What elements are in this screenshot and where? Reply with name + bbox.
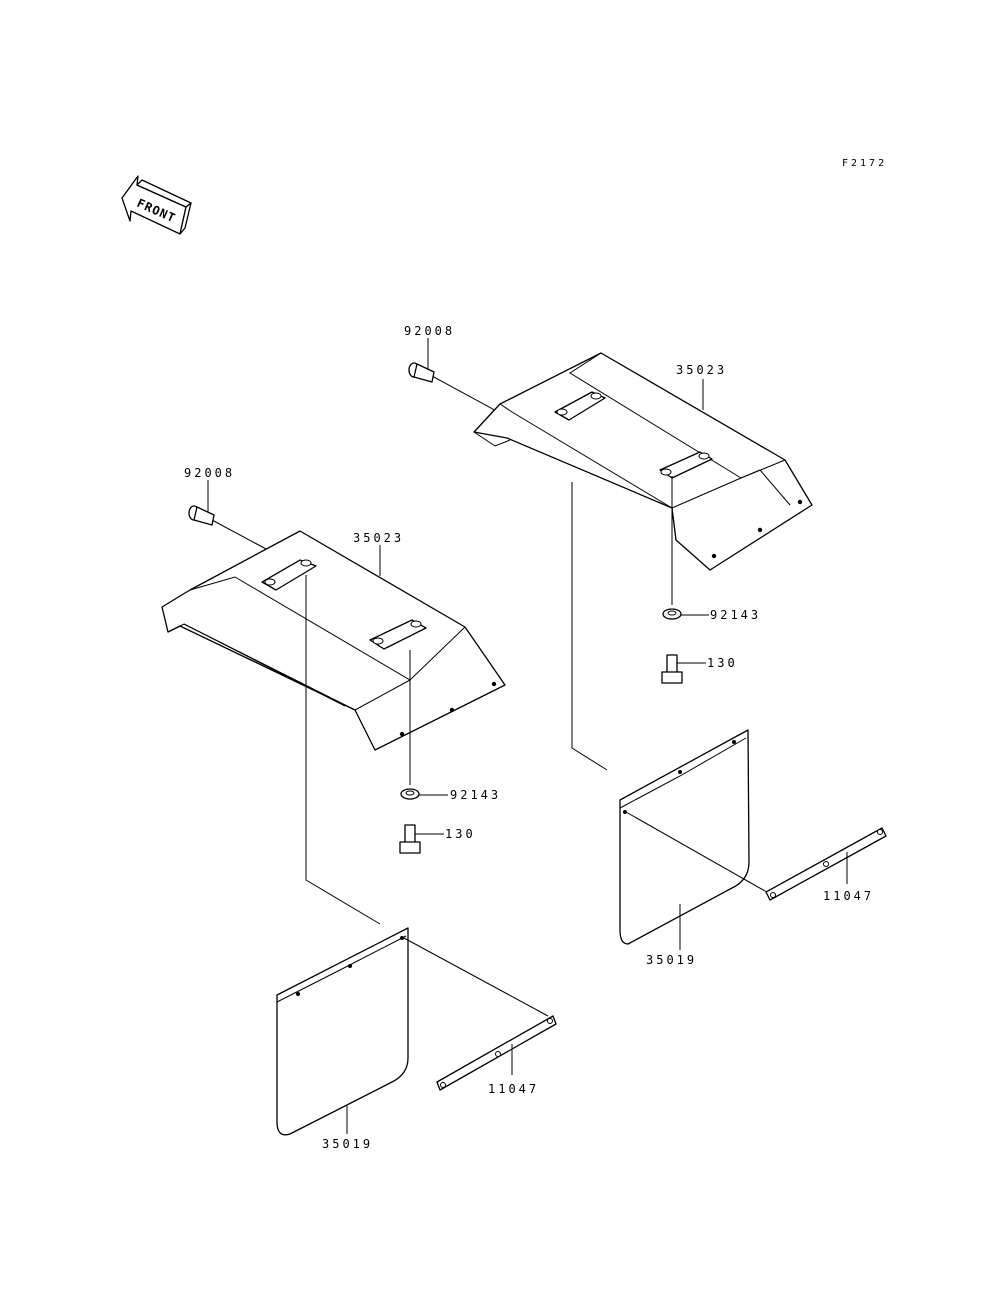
part-label-92143-left: 92143 — [450, 788, 501, 802]
mount-pad — [369, 619, 427, 650]
plate-11047-left — [436, 1015, 557, 1091]
bolt-130-right — [661, 654, 683, 684]
part-label-35019-left: 35019 — [322, 1137, 373, 1151]
bolt-130-left — [399, 824, 421, 854]
figure-code: F2172 — [842, 158, 887, 169]
mud-flap-right — [619, 729, 750, 945]
part-label-11047-left: 11047 — [488, 1082, 539, 1096]
part-label-11047-right: 11047 — [823, 889, 874, 903]
mud-flap-left — [276, 927, 409, 1136]
right-guard-assembly: 35023 92008 92143 130 — [404, 324, 887, 967]
part-label-130-right: 130 — [707, 656, 738, 670]
guard-left — [161, 530, 506, 751]
part-label-92143-right: 92143 — [710, 608, 761, 622]
mount-pad — [554, 391, 606, 421]
part-label-92008-right: 92008 — [404, 324, 455, 338]
washer-92143-right — [662, 608, 682, 620]
part-label-92008-left: 92008 — [184, 466, 235, 480]
guard-right — [473, 352, 813, 571]
mount-pad — [659, 451, 713, 479]
bolt-92008-left — [188, 505, 215, 526]
mount-pad — [261, 559, 317, 591]
part-label-35019-right: 35019 — [646, 953, 697, 967]
plate-11047-right — [765, 827, 887, 901]
part-label-35023-right: 35023 — [676, 363, 727, 377]
part-label-35023-left: 35023 — [353, 531, 404, 545]
washer-92143-left — [400, 788, 420, 800]
part-label-130-left: 130 — [445, 827, 476, 841]
front-arrow-icon: FRONT — [121, 175, 192, 235]
bolt-92008-right — [408, 362, 435, 383]
left-guard-assembly: 35023 92008 92143 130 — [161, 466, 557, 1151]
